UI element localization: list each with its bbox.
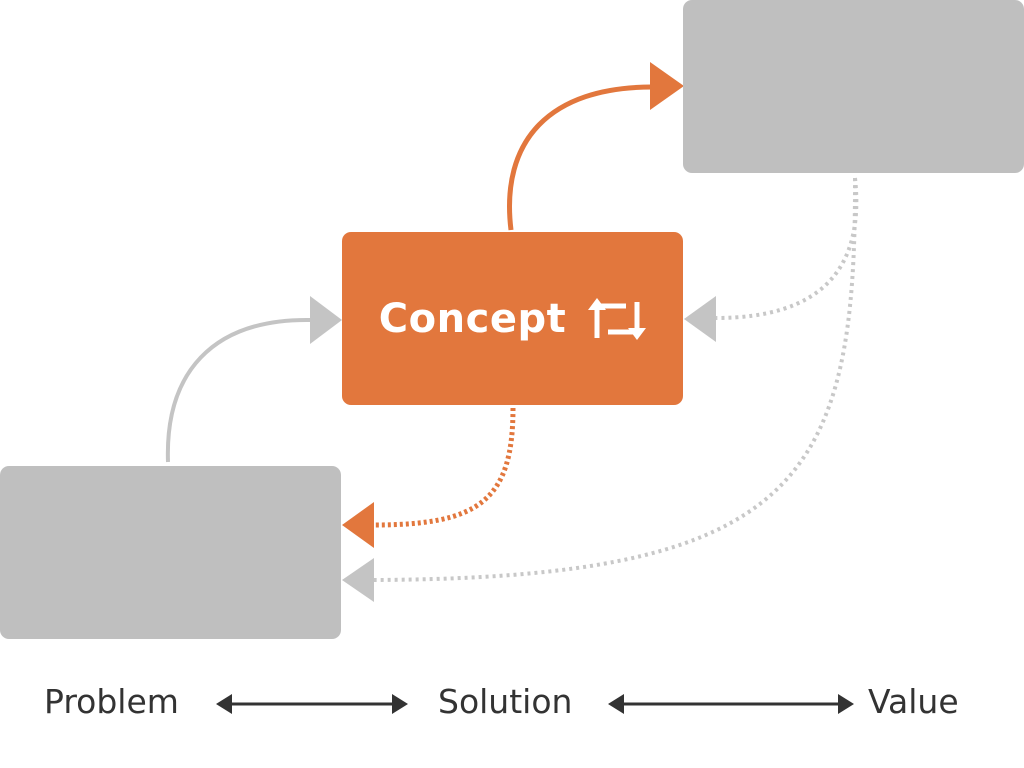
problem-to-concept-arrowhead [310, 296, 342, 344]
value-to-concept-feedback [715, 177, 859, 320]
concept-to-value-arrowhead [650, 62, 684, 110]
cycle-arrows-icon [588, 296, 647, 342]
concept-box[interactable]: Concept [342, 232, 683, 405]
problem-to-concept-connector [165, 317, 313, 463]
concept-to-problem-feedback [373, 407, 516, 528]
concept-to-problem-arrowhead [342, 502, 374, 548]
problem-box [0, 466, 341, 639]
axis-label-problem: Problem [44, 682, 179, 721]
value-to-problem-arrowhead [342, 558, 374, 602]
value-to-concept-arrowhead [684, 296, 716, 342]
concept-label: Concept [378, 295, 567, 342]
axis-label-value: Value [868, 682, 959, 721]
problem-solution-axis-arrow [216, 694, 408, 714]
axis-label-solution: Solution [438, 682, 573, 721]
value-box [683, 0, 1024, 173]
value-to-problem-feedback [373, 177, 858, 582]
solution-value-axis-arrow [608, 694, 854, 714]
concept-to-value-connector [507, 84, 653, 231]
